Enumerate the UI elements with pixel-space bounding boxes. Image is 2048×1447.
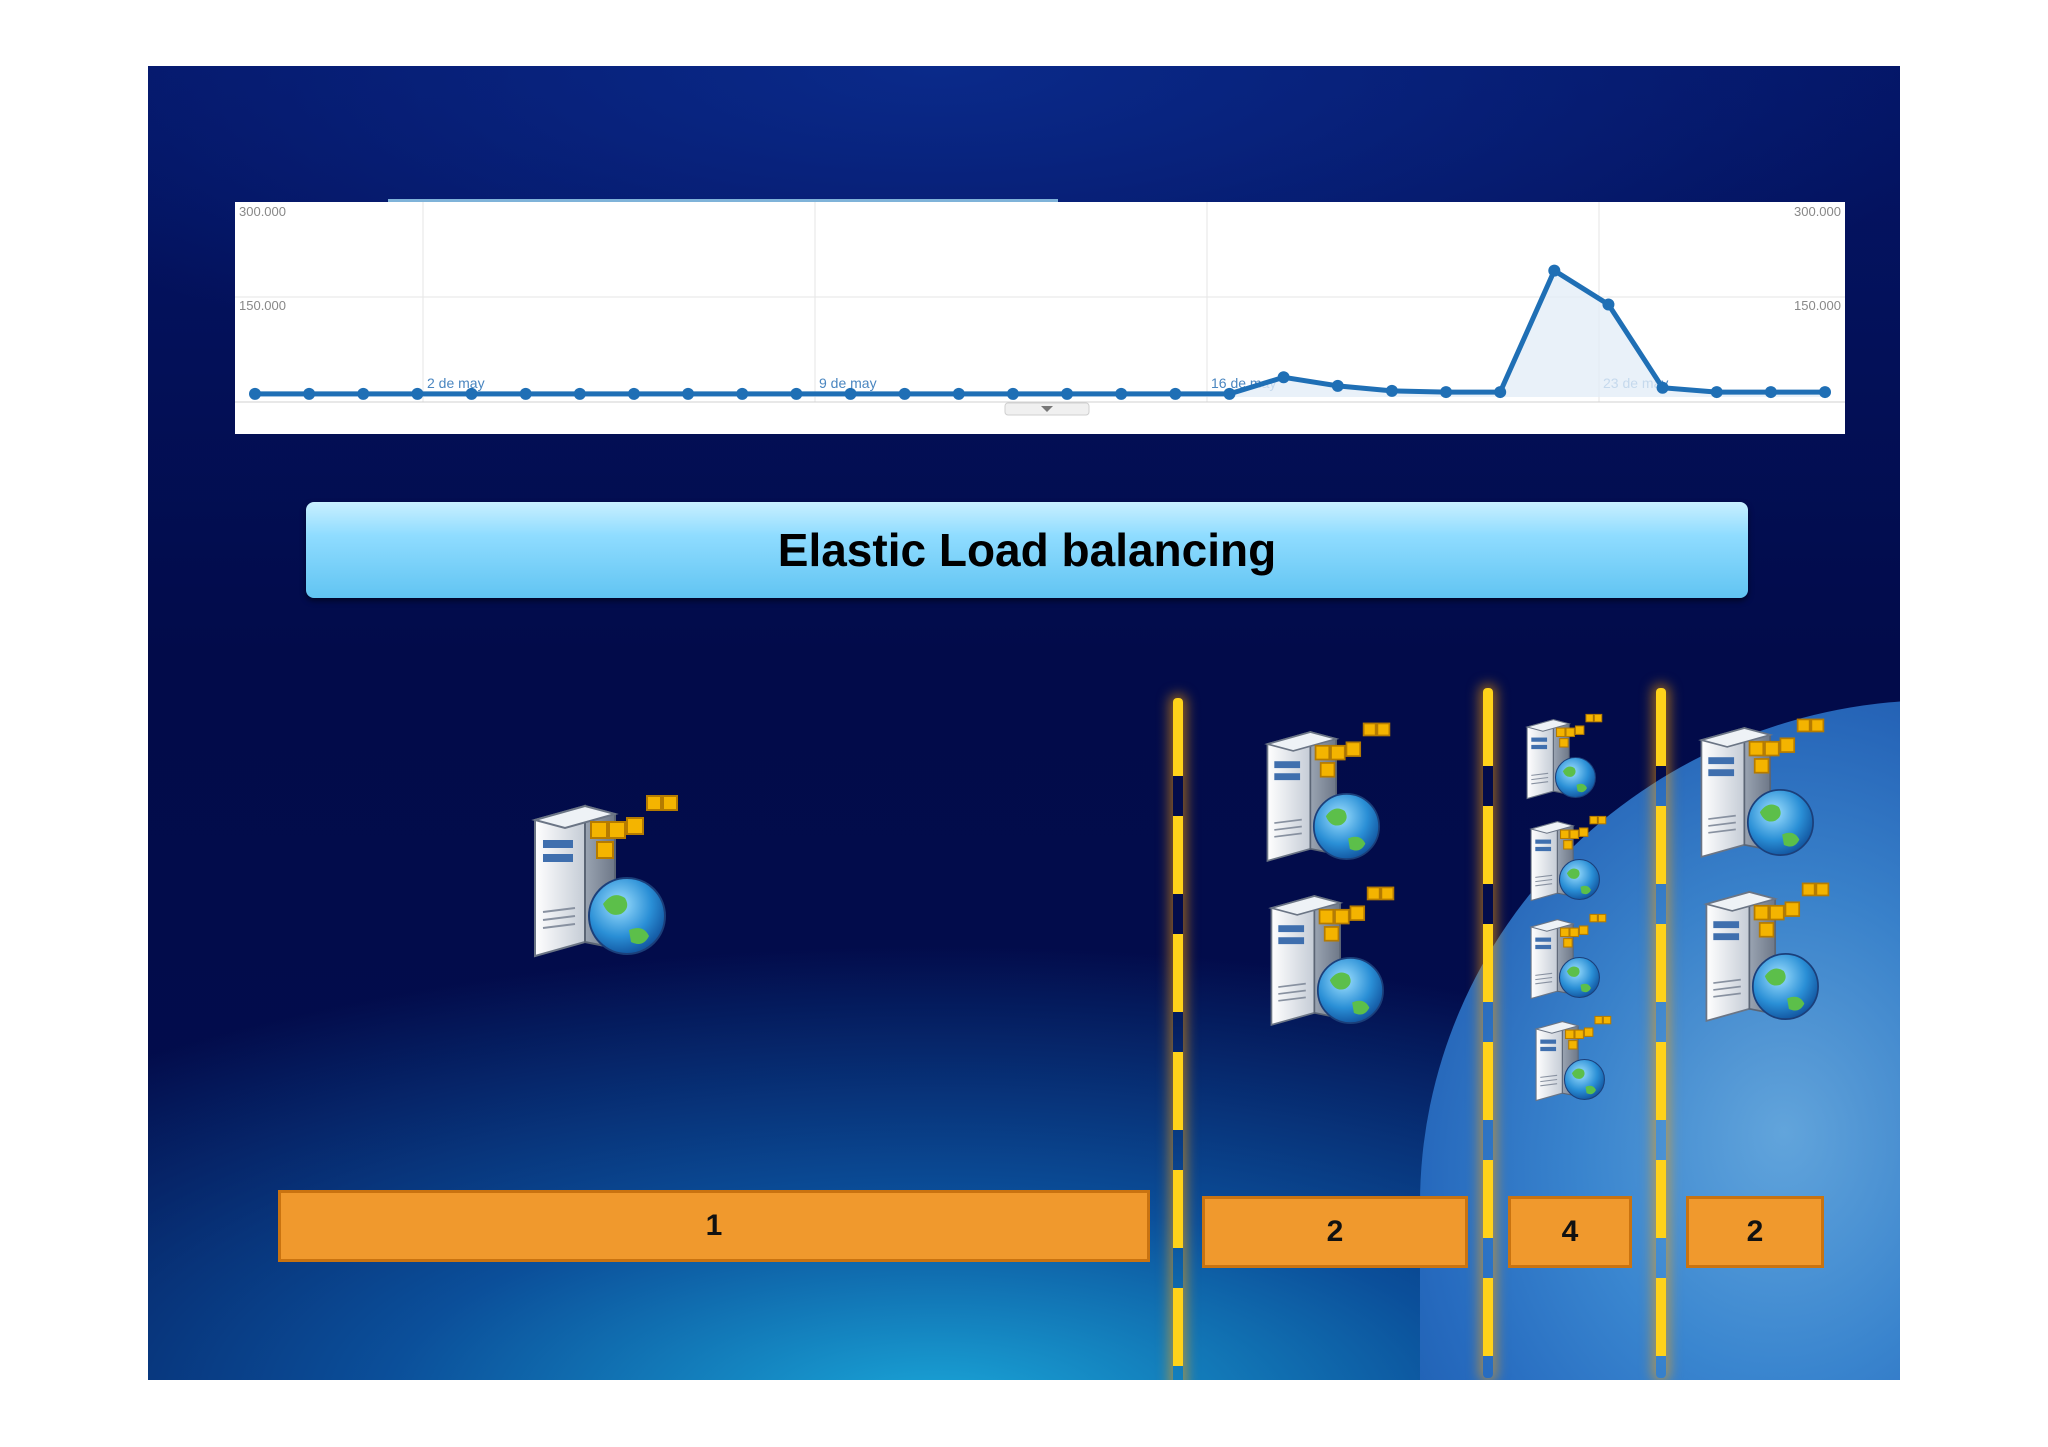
bar-label: 4	[1561, 1215, 1579, 1248]
divider-3	[1656, 688, 1666, 1378]
data-point	[1223, 387, 1236, 400]
x-label-2-may: 2 de may	[427, 375, 485, 391]
web-server-icon	[531, 792, 687, 962]
data-point	[519, 387, 532, 400]
web-server-icon	[1264, 720, 1398, 866]
y-tick-right-300k: 300.000	[1794, 204, 1841, 219]
data-point	[573, 387, 586, 400]
x-label-9-may: 9 de may	[819, 375, 877, 391]
data-point	[411, 387, 424, 400]
divider-1	[1173, 698, 1183, 1380]
data-point	[1385, 384, 1398, 397]
chart-top-bar	[388, 199, 1058, 202]
data-point	[1602, 298, 1615, 311]
data-point	[790, 387, 803, 400]
data-point	[1764, 386, 1777, 399]
series-line	[255, 266, 1825, 397]
web-server-icon	[1534, 1014, 1616, 1104]
data-point	[249, 387, 261, 400]
data-point	[1277, 371, 1290, 384]
data-point	[1548, 264, 1561, 277]
data-point	[1494, 386, 1507, 399]
data-point	[682, 387, 695, 400]
data-point	[736, 387, 749, 400]
data-point	[357, 387, 370, 400]
chart-svg: 300.000 150.000 300.000 150.000 2 de may…	[235, 202, 1845, 416]
data-point	[898, 387, 911, 400]
web-server-icon	[1529, 814, 1611, 904]
traffic-chart: 300.000 150.000 300.000 150.000 2 de may…	[235, 199, 1845, 434]
data-point	[1006, 387, 1019, 400]
web-server-icon	[1525, 712, 1607, 802]
data-point	[465, 387, 478, 400]
bar-label: 1	[705, 1209, 723, 1242]
title-banner: Elastic Load balancing	[306, 502, 1748, 598]
data-point	[627, 387, 640, 400]
data-point	[1440, 386, 1453, 399]
data-point	[1061, 387, 1074, 400]
data-point	[1656, 381, 1669, 394]
data-point	[844, 387, 857, 400]
instance-count-bar: 2	[1202, 1196, 1468, 1268]
series-area	[255, 270, 1825, 397]
data-point	[952, 387, 965, 400]
data-point	[1331, 379, 1344, 392]
instance-count-bar: 4	[1508, 1196, 1632, 1268]
data-point	[1710, 386, 1723, 399]
y-tick-right-150k: 150.000	[1794, 298, 1841, 313]
data-point	[1819, 386, 1831, 399]
divider-2	[1483, 688, 1493, 1378]
slide-title: Elastic Load balancing	[777, 524, 1277, 576]
y-tick-left-300k: 300.000	[239, 204, 286, 219]
web-server-icon	[1698, 716, 1832, 862]
bar-label: 2	[1326, 1215, 1344, 1248]
instance-count-bar: 1	[278, 1190, 1150, 1262]
instance-count-bar: 2	[1686, 1196, 1824, 1268]
web-server-icon	[1703, 880, 1837, 1026]
data-point	[1169, 387, 1182, 400]
y-tick-left-150k: 150.000	[239, 298, 286, 313]
data-point	[1115, 387, 1128, 400]
web-server-icon	[1529, 912, 1611, 1002]
bar-label: 2	[1746, 1215, 1764, 1248]
slide: 300.000 150.000 300.000 150.000 2 de may…	[148, 66, 1900, 1380]
web-server-icon	[1268, 884, 1402, 1030]
data-point	[303, 387, 316, 400]
